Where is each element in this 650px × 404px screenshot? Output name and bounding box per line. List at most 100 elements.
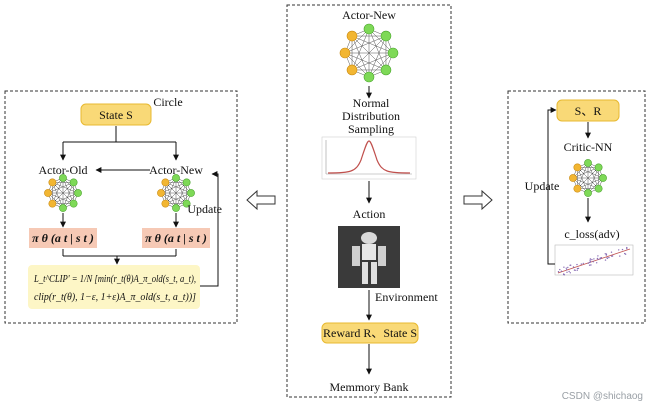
network-node [161, 199, 170, 208]
network-node [573, 163, 582, 172]
network-node [584, 159, 592, 167]
network-node [363, 23, 375, 35]
network-node [48, 199, 57, 208]
scatter-point [593, 258, 595, 260]
network-node [59, 204, 67, 212]
scatter-point [566, 271, 568, 273]
scatter-point [597, 255, 599, 257]
network-node [599, 174, 607, 182]
scatter-point [611, 255, 613, 257]
network-node [59, 174, 67, 182]
scatter-point [566, 269, 568, 271]
clip-formula-box [28, 265, 200, 309]
scatter-point [610, 251, 613, 253]
scatter-point [563, 274, 566, 276]
hollow-arrow-left [246, 189, 276, 211]
circle-label: Circle [153, 95, 182, 109]
environment-label: Environment [375, 290, 438, 304]
left-actor-new-network-icon [157, 174, 195, 212]
network-node [161, 178, 170, 187]
sampling-line-2: Distribution [342, 109, 400, 123]
network-node [182, 178, 191, 187]
network-node [584, 189, 592, 197]
network-node [157, 189, 165, 197]
memory-bank-label: Memmory Bank [330, 380, 409, 394]
scatter-point [604, 259, 607, 261]
left-panel [4, 90, 238, 324]
scatter-point [596, 262, 598, 264]
policy-new-formula: π θ (a t | s t ) [145, 231, 207, 245]
right-panel [507, 90, 646, 324]
sampling-line-3: Sampling [348, 122, 394, 136]
clip-formula-line2: clip(r_t(θ), 1−ε, 1+ε)A_π_old(s_t, a_t))… [34, 292, 196, 303]
scatter-point [621, 248, 624, 251]
network-node [573, 184, 582, 193]
watermark: CSDN @shichaog [562, 391, 643, 402]
scatter-point [592, 261, 594, 263]
network-node [172, 204, 180, 212]
scatter-point [568, 270, 570, 273]
critic-nn-label: Critic-NN [564, 140, 613, 154]
scatter-point [619, 255, 621, 257]
scatter-point [557, 271, 560, 273]
network-node [569, 174, 577, 182]
scatter-point [572, 266, 575, 268]
network-node [594, 184, 603, 193]
scatter-point [576, 263, 578, 266]
hollow-arrow-right [463, 189, 493, 211]
loss-scatter-plot [554, 244, 634, 276]
state-box [80, 103, 152, 126]
policy-new-box [142, 228, 210, 248]
scatter-point [599, 258, 601, 260]
scatter-point [573, 269, 576, 271]
normal-distribution-plot [321, 136, 417, 180]
actor-old-label: Actor-Old [38, 163, 87, 177]
network-node [48, 178, 57, 187]
network-node [339, 47, 351, 59]
network-node [346, 64, 358, 76]
reward-state-box [321, 322, 419, 344]
state-label: State S [99, 108, 133, 122]
c-loss-label: c_loss(adv) [564, 227, 619, 241]
network-node [172, 174, 180, 182]
scatter-point [587, 262, 589, 264]
critic-network-icon [569, 159, 607, 197]
scatter-point [559, 268, 561, 271]
center-panel [286, 4, 452, 398]
network-node [363, 71, 375, 83]
scatter-point [626, 246, 628, 249]
scatter-point [606, 257, 609, 260]
scatter-point [589, 258, 592, 260]
robot-icon [338, 226, 400, 288]
reward-state-label: Reward R、State S [323, 326, 417, 340]
scatter-point [576, 269, 578, 271]
network-node [387, 47, 399, 59]
network-node [380, 30, 392, 42]
right-update-label: Update [525, 179, 560, 193]
scatter-point [596, 257, 599, 260]
scatter-point [590, 264, 592, 266]
clip-formula-line1: L_t^CLIP' = 1/N [min(r_t(θ)A_π_old(s_t, … [33, 274, 196, 285]
network-node [44, 189, 52, 197]
sr-box [556, 99, 620, 122]
scatter-point [600, 257, 603, 259]
scatter-point [565, 267, 567, 269]
scatter-point [626, 248, 628, 250]
left-actor-new-label: Actor-New [149, 163, 203, 177]
scatter-point [576, 267, 579, 270]
scatter-point [608, 256, 610, 259]
scatter-point [588, 264, 591, 266]
network-node [69, 178, 78, 187]
scatter-point [597, 258, 599, 261]
scatter-point [567, 266, 569, 269]
action-label: Action [353, 207, 386, 221]
scatter-point [605, 254, 608, 256]
network-node [187, 189, 195, 197]
sr-label: S、R [575, 104, 602, 118]
scatter-point [591, 258, 593, 261]
center-actor-new-label: Actor-New [342, 8, 396, 22]
scatter-point [563, 266, 565, 268]
scatter-point [589, 259, 591, 261]
network-node [380, 64, 392, 76]
